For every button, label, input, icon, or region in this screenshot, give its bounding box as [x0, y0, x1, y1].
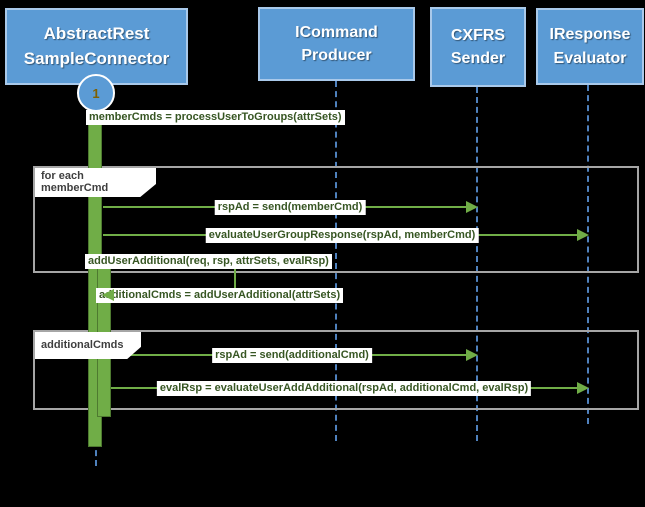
participant-cxfrs-sender: CXFRS Sender: [430, 7, 526, 87]
arrowhead-right-icon: [577, 229, 589, 241]
message-send-additionalcmd: rspAd = send(additionalCmd): [212, 348, 372, 363]
fragment-label: additionalCmds: [35, 332, 141, 359]
lifeline-iresponse-evaluator: [587, 85, 589, 424]
arrowhead-left-icon: [102, 289, 114, 301]
fragment-label: for each memberCmd: [35, 168, 156, 197]
message-process-user-to-groups: memberCmds = processUserToGroups(attrSet…: [86, 110, 345, 125]
fragment-label-text: for each memberCmd: [41, 169, 109, 194]
fragment-label-text: additionalCmds: [41, 338, 124, 351]
step-number-badge: 1: [77, 74, 115, 112]
message-additionalcmds-return: additionalCmds = addUserAdditional(attrS…: [96, 288, 344, 303]
message-send-membercmd: rspAd = send(memberCmd): [214, 200, 366, 215]
message-evaluate-user-group-response: evaluateUserGroupResponse(rspAd, memberC…: [205, 228, 479, 243]
participant-icommand-producer: ICommand Producer: [258, 7, 415, 81]
participant-name-line: IResponse: [549, 26, 631, 44]
arrowhead-right-icon: [466, 201, 478, 213]
participant-name-line: Evaluator: [553, 49, 627, 67]
participant-name-line: Sender: [450, 50, 506, 67]
participant-name-line: CXFRS: [450, 26, 506, 44]
lifeline-cxfrs-sender: [476, 87, 478, 441]
self-message-return-line: [234, 262, 236, 295]
step-number: 1: [92, 85, 100, 101]
fragment-for-each-membercmd: [33, 166, 639, 273]
fragment-additionalcmds: [33, 330, 639, 410]
participant-iresponse-evaluator: IResponse Evaluator: [536, 8, 644, 85]
arrowhead-right-icon: [577, 382, 589, 394]
message-add-user-additional: addUserAdditional(req, rsp, attrSets, ev…: [85, 254, 332, 269]
message-evaluate-user-add-additional: evalRsp = evaluateUserAddAdditional(rspA…: [156, 381, 532, 396]
participant-name-line: Producer: [301, 47, 372, 64]
participant-name-line: SampleConnector: [23, 48, 170, 68]
participant-name-line: AbstractRest: [43, 23, 150, 43]
participant-name-line: ICommand: [295, 23, 378, 41]
arrowhead-right-icon: [466, 349, 478, 361]
lifeline-icommand-producer: [335, 81, 337, 441]
